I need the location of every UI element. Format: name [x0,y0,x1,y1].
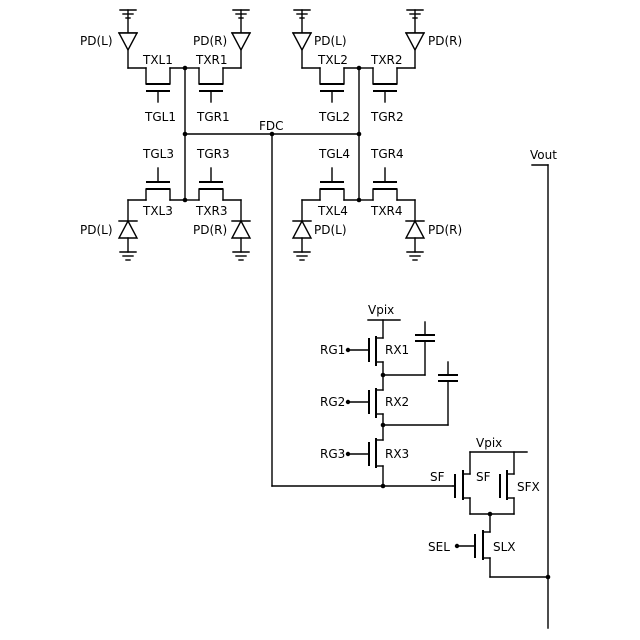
pd-label: PD(L) [80,34,113,48]
pd-label: PD(R) [428,223,462,237]
junction-dot [381,484,386,489]
pd-label: PD(L) [314,34,347,48]
photodiode-left [119,33,146,68]
ground-symbol [407,252,423,260]
vout-line: Vout [530,148,557,628]
txl2-label: TXL2 [317,53,348,67]
txr3-label: TXR3 [195,204,228,218]
fdc-label: FDC [259,119,284,133]
txr1-label: TXR1 [195,53,228,67]
pd-label: PD(R) [193,223,227,237]
tgr2-label: TGR2 [370,110,404,124]
tgr3-label: TGR3 [196,147,230,161]
tgr1-label: TGR1 [196,110,230,124]
transistor-rx2 [346,388,383,418]
pixel-group-3: PD(L) PD(R) TGL3 TGR3 TXL3 TXR3 [80,147,250,260]
pixel-group-4: PD(L) PD(R) TGL4 TGR4 TXL4 TXR4 [293,147,462,260]
transistor-rx1 [346,320,383,366]
rg2-label: RG2 [320,395,345,409]
txr2-label: TXR2 [370,53,403,67]
photodiode-left [293,200,311,252]
transistor-txl1 [146,68,185,102]
tgl3-label: TGL3 [142,147,174,161]
ground-symbol [120,252,136,260]
ground-symbol [407,10,423,33]
transistor-txr3 [185,168,241,200]
pd-label: PD(L) [80,223,113,237]
transistor-txl4 [302,168,359,200]
transistor-txl2 [320,68,359,102]
photodiode-right [406,200,424,252]
ground-symbol [120,10,136,33]
vpix-label: Vpix [476,436,502,450]
vout-label: Vout [530,148,557,162]
transistor-sfx [500,452,514,514]
rg3-label: RG3 [320,447,345,461]
pd-label: PD(L) [314,223,347,237]
photodiode-left [119,200,137,252]
vpix-label: Vpix [368,303,394,317]
pd-label: PD(R) [193,34,227,48]
pixel-group-1: PD(L) PD(R) TXL1 TXR1 TGL1 TGR1 [80,10,250,124]
rx2-label: RX2 [385,395,409,409]
transistor-sf [453,452,470,514]
fdc-node: FDC [183,68,453,486]
transistor-txr1 [185,68,223,102]
tgr4-label: TGR4 [370,147,404,161]
junction-dot [488,512,493,517]
ground-symbol [294,10,310,33]
tgl4-label: TGL4 [318,147,350,161]
ground-symbol [233,252,249,260]
ground-symbol [233,10,249,33]
transistor-rx3 [346,438,383,468]
rx1-label: RX1 [385,343,409,357]
pixel-group-2: PD(L) PD(R) TXL2 TXR2 TGL2 TGR2 [293,10,462,124]
capacitor [383,362,458,425]
slx-label: SLX [493,540,516,554]
sel-label: SEL [428,540,450,554]
txl4-label: TXL4 [317,204,348,218]
txl1-label: TXL1 [142,53,173,67]
junction-dot [183,132,188,137]
transistor-txl3 [128,168,185,200]
pd-label: PD(R) [428,34,462,48]
sf-label: SF [476,470,491,484]
photodiode-right [232,200,250,252]
source-follower-stage: Vpix SF SF SFX [428,436,548,577]
txl3-label: TXL3 [142,204,173,218]
rg1-label: RG1 [320,343,345,357]
junction-dot [357,132,362,137]
sfx-label: SFX [517,480,540,494]
rx3-label: RX3 [385,447,409,461]
sf-label: SF [430,470,445,484]
transistor-txr2 [359,68,397,102]
tgl2-label: TGL2 [318,110,350,124]
tgl1-label: TGL1 [144,110,176,124]
ground-symbol [294,252,310,260]
reset-chain: Vpix RG1 RX1 [320,303,458,488]
txr4-label: TXR4 [370,204,403,218]
transistor-txr4 [359,168,415,200]
